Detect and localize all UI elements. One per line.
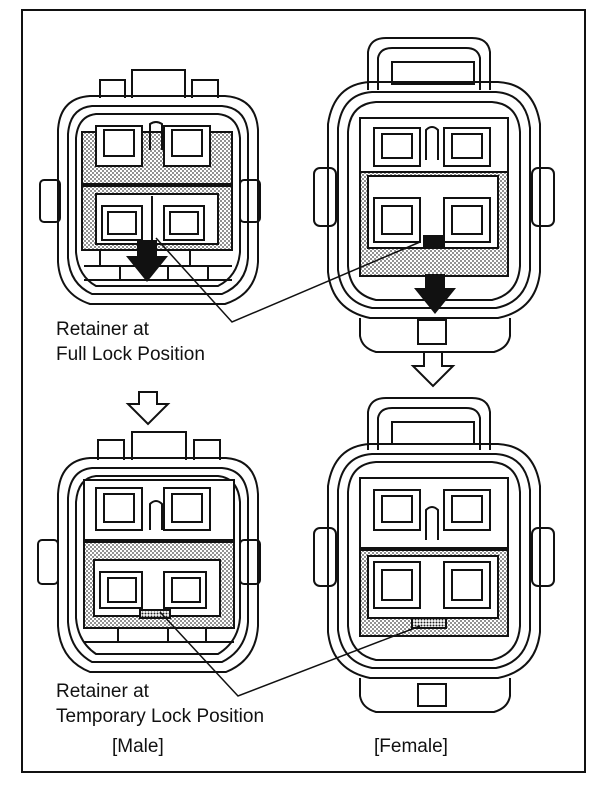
female-connector-full-lock: [313, 37, 555, 353]
down-arrow-icon: [414, 274, 456, 314]
transition-arrow-icon: [410, 351, 456, 388]
temporary-lock-label-line1: Retainer at: [56, 681, 149, 702]
male-caption: [Male]: [112, 736, 164, 757]
outer-frame: [21, 9, 586, 773]
full-lock-label-line2: Full Lock Position: [56, 344, 205, 365]
female-caption: [Female]: [374, 736, 448, 757]
down-arrow-icon: [126, 240, 168, 282]
male-connector-temporary-lock: [37, 431, 261, 673]
leader-line-temporary-lock: [159, 611, 421, 697]
male-connector-full-lock: [39, 69, 261, 305]
leader-line-full-lock: [155, 237, 421, 323]
female-connector-temporary-lock: [313, 397, 555, 713]
full-lock-label-line1: Retainer at: [56, 319, 149, 340]
temporary-lock-label-line2: Temporary Lock Position: [56, 706, 265, 727]
transition-arrow-icon: [125, 391, 171, 426]
